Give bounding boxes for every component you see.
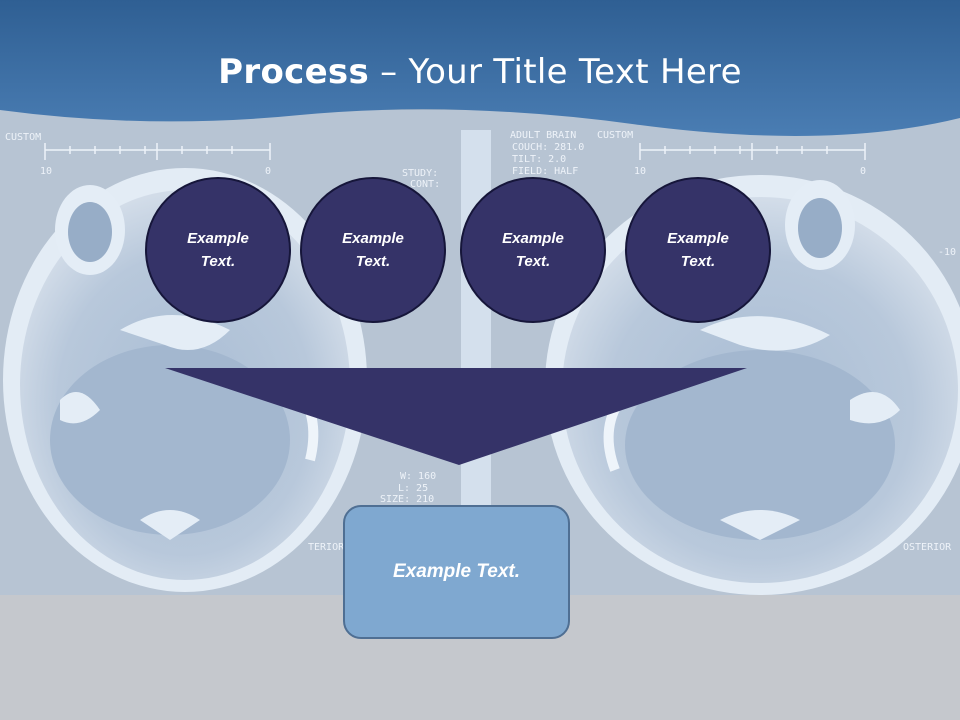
svg-text:W: 160: W: 160 — [400, 471, 436, 482]
result-box[interactable]: Example Text. — [343, 505, 570, 639]
svg-text:OSTERIOR: OSTERIOR — [903, 542, 952, 553]
title-rest: – Your Title Text Here — [369, 52, 742, 92]
svg-text:COUCH: 281.0: COUCH: 281.0 — [512, 142, 584, 153]
circle-label: Example Text. — [667, 230, 729, 270]
right-ruler — [639, 143, 866, 160]
header-band — [0, 0, 960, 136]
scan-annotations: CUSTOM 10 0 ADULT BRAIN CUSTOM COUCH: 28… — [5, 130, 956, 553]
circle-label: Example Text. — [502, 230, 564, 270]
process-circle-3[interactable]: Example Text. — [460, 177, 606, 323]
svg-text:0: 0 — [265, 166, 271, 177]
svg-text:FIELD: HALF: FIELD: HALF — [512, 166, 578, 177]
svg-text:TILT: 2.0: TILT: 2.0 — [512, 154, 566, 165]
funnel-triangle — [165, 368, 747, 465]
circle-label: Example Text. — [187, 230, 249, 270]
svg-text:ADULT BRAIN: ADULT BRAIN — [510, 130, 576, 141]
result-box-label: Example Text. — [392, 561, 521, 582]
svg-text:CONT:: CONT: — [410, 179, 440, 190]
svg-text:CUSTOM: CUSTOM — [597, 130, 633, 141]
svg-text:STUDY:: STUDY: — [402, 168, 438, 179]
svg-text:0: 0 — [860, 166, 866, 177]
title-bold: Process — [218, 52, 370, 92]
svg-text:SIZE: 210: SIZE: 210 — [380, 494, 434, 505]
svg-text:L: 25: L: 25 — [398, 483, 428, 494]
svg-text:-10: -10 — [938, 247, 956, 258]
svg-text:CUSTOM: CUSTOM — [5, 132, 41, 143]
left-ruler — [44, 143, 271, 160]
process-circle-1[interactable]: Example Text. — [145, 177, 291, 323]
process-circle-2[interactable]: Example Text. — [300, 177, 446, 323]
circle-label: Example Text. — [342, 230, 404, 270]
svg-text:10: 10 — [40, 166, 52, 177]
slide-title: Process – Your Title Text Here — [0, 52, 960, 92]
svg-text:10: 10 — [634, 166, 646, 177]
svg-text:TERIOR: TERIOR — [308, 542, 345, 553]
process-circle-4[interactable]: Example Text. — [625, 177, 771, 323]
